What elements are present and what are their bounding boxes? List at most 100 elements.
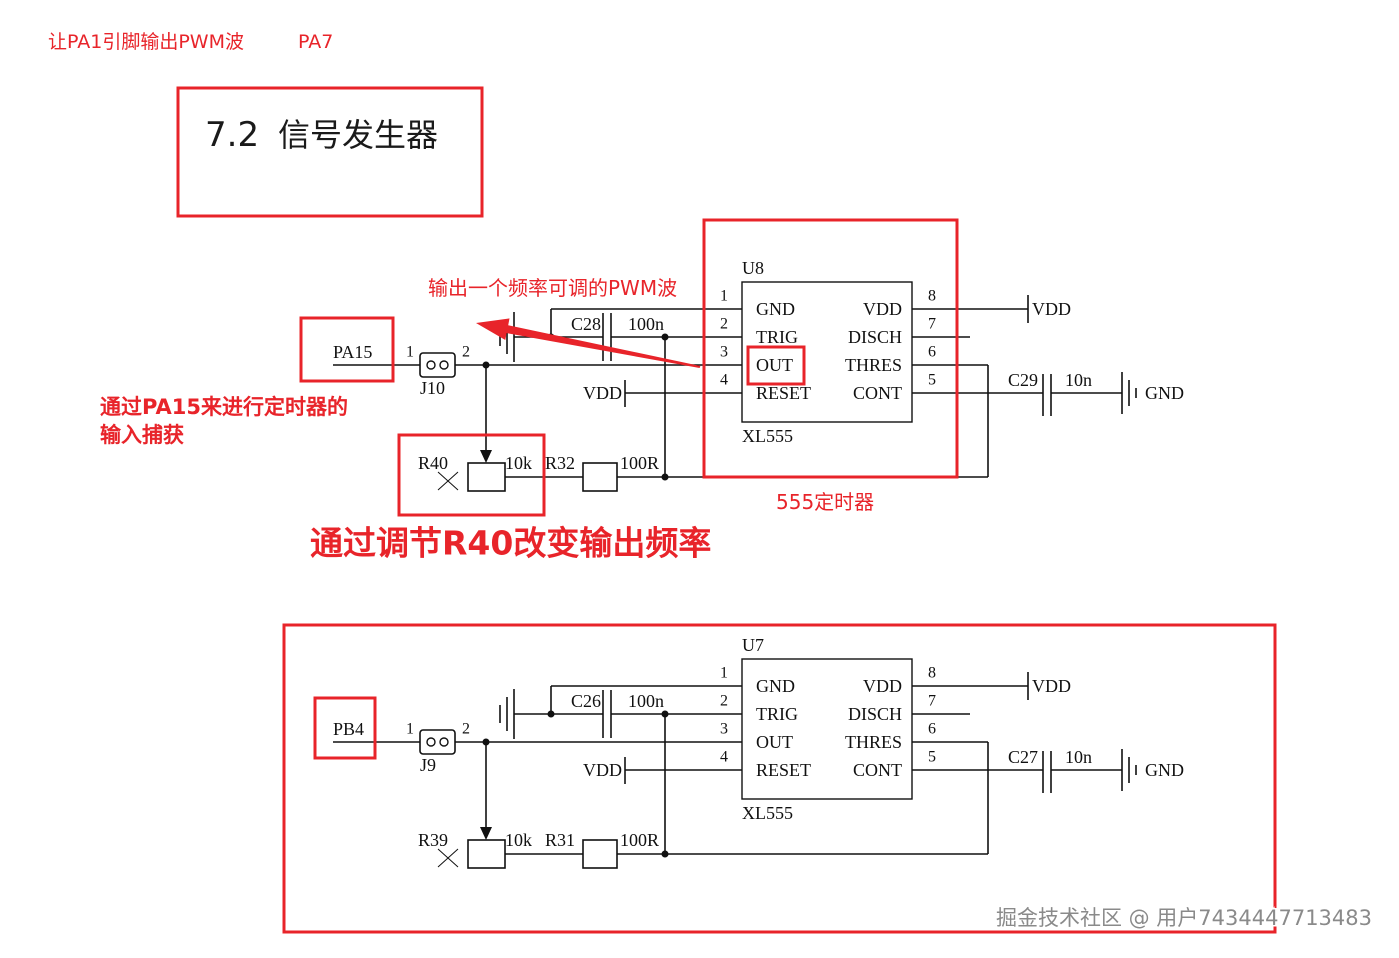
pin-number: 1	[720, 288, 728, 305]
pin-name-trig: TRIG	[756, 327, 798, 347]
section-title: 信号发生器	[278, 116, 438, 154]
pin-number: 7	[928, 693, 936, 710]
pin-number: 3	[720, 344, 728, 361]
note-pa1-pwm: 让PA1引脚输出PWM波	[48, 31, 244, 53]
vdd-supply-label: VDD	[1032, 299, 1071, 319]
note-adjust-frequency: 通过调节R40改变输出频率	[310, 524, 711, 563]
resistor-body	[582, 462, 618, 492]
watermark: 掘金技术社区 @ 用户7434447713483	[996, 906, 1372, 930]
out-pin-highlight-box	[746, 345, 806, 386]
pin-name-trig: TRIG	[756, 704, 798, 724]
junction-dot	[661, 473, 669, 481]
ic-body	[741, 281, 913, 423]
section-number: 7.2	[205, 115, 259, 155]
trig-cap-reference: C28	[571, 314, 601, 334]
note-input-capture-line2: 输入捕获	[100, 423, 184, 447]
pin-name-gnd: GND	[756, 676, 795, 696]
pb4-highlight-box	[313, 696, 377, 760]
ground-label: GND	[1145, 383, 1184, 403]
reset-supply-label: VDD	[583, 760, 622, 780]
cont-cap-value: 10n	[1065, 370, 1092, 390]
jumper-pin-icon	[439, 360, 449, 370]
pot-reference: R40	[418, 453, 448, 473]
pot-reference: R39	[418, 830, 448, 850]
note-output-pwm: 输出一个频率可调的PWM波	[428, 276, 677, 300]
jumper-reference: J9	[420, 755, 436, 775]
ic-part-number: XL555	[742, 803, 793, 823]
port-label: PB4	[333, 719, 364, 739]
jumper-body	[419, 729, 456, 755]
jumper-body	[419, 352, 456, 378]
ground-label: GND	[1145, 760, 1184, 780]
pin-number: 8	[928, 665, 936, 682]
section-title-box	[176, 86, 484, 218]
trig-cap-reference: C26	[571, 691, 601, 711]
jumper-pin-icon	[439, 737, 449, 747]
resistor-value: 100R	[620, 830, 659, 850]
pot-value: 10k	[505, 453, 532, 473]
pin-number: 2	[720, 316, 728, 333]
ic-body	[741, 658, 913, 800]
pin-name-gnd: GND	[756, 299, 795, 319]
pin-name-out: OUT	[756, 732, 793, 752]
pot-value: 10k	[505, 830, 532, 850]
pin-number: 4	[720, 372, 728, 389]
lower-555-circuit: U7XL5551GND8VDD2TRIG7DISCH3OUT6THRES4RES…	[333, 635, 1184, 869]
pin-number: 8	[928, 288, 936, 305]
upper-555-circuit: U8XL5551GND8VDD2TRIG7DISCH3OUT6THRES4RES…	[333, 258, 1184, 492]
pin-name-reset: RESET	[756, 760, 811, 780]
ic-reference: U8	[742, 258, 764, 278]
pin-number: 3	[720, 721, 728, 738]
wiper-arrow-icon	[480, 450, 492, 463]
jumper-pin1-number: 1	[406, 721, 414, 738]
note-555-timer: 555定时器	[776, 490, 874, 514]
potentiometer-body	[467, 462, 506, 492]
pin-number: 4	[720, 749, 728, 766]
pa15-highlight-box	[299, 316, 395, 383]
vdd-supply-label: VDD	[1032, 676, 1071, 696]
reset-supply-label: VDD	[583, 383, 622, 403]
pin-number: 6	[928, 344, 936, 361]
note-input-capture-line1: 通过PA15来进行定时器的	[100, 395, 348, 419]
jumper-pin2-number: 2	[462, 344, 470, 361]
pin-name-disch: DISCH	[848, 704, 902, 724]
potentiometer-body	[467, 839, 506, 869]
r40-highlight-box	[397, 433, 546, 517]
port-label: PA15	[333, 342, 372, 362]
ic-part-number: XL555	[742, 426, 793, 446]
trig-cap-value: 100n	[628, 314, 664, 334]
pin-name-thres: THRES	[845, 732, 902, 752]
pin-number: 2	[720, 693, 728, 710]
cont-cap-reference: C27	[1008, 747, 1038, 767]
cont-cap-value: 10n	[1065, 747, 1092, 767]
pin-name-thres: THRES	[845, 355, 902, 375]
jumper-pin1-number: 1	[406, 344, 414, 361]
resistor-reference: R31	[545, 830, 575, 850]
jumper-pin2-number: 2	[462, 721, 470, 738]
note-pa7: PA7	[298, 31, 333, 53]
pin-number: 6	[928, 721, 936, 738]
jumper-pin-icon	[426, 737, 436, 747]
jumper-pin-icon	[426, 360, 436, 370]
pin-number: 5	[928, 372, 936, 389]
ic-reference: U7	[742, 635, 764, 655]
pin-name-disch: DISCH	[848, 327, 902, 347]
pin-number: 5	[928, 749, 936, 766]
wiper-arrow-icon	[480, 827, 492, 840]
pin-name-out: OUT	[756, 355, 793, 375]
resistor-reference: R32	[545, 453, 575, 473]
resistor-value: 100R	[620, 453, 659, 473]
pin-name-vdd: VDD	[863, 299, 902, 319]
timer-highlight-box	[702, 218, 959, 479]
pin-number: 1	[720, 665, 728, 682]
junction-dot	[661, 850, 669, 858]
trig-cap-value: 100n	[628, 691, 664, 711]
resistor-body	[582, 839, 618, 869]
pin-name-cont: CONT	[853, 760, 902, 780]
jumper-reference: J10	[420, 378, 445, 398]
pin-name-reset: RESET	[756, 383, 811, 403]
pin-number: 7	[928, 316, 936, 333]
pot-adjust-icon	[437, 848, 459, 868]
